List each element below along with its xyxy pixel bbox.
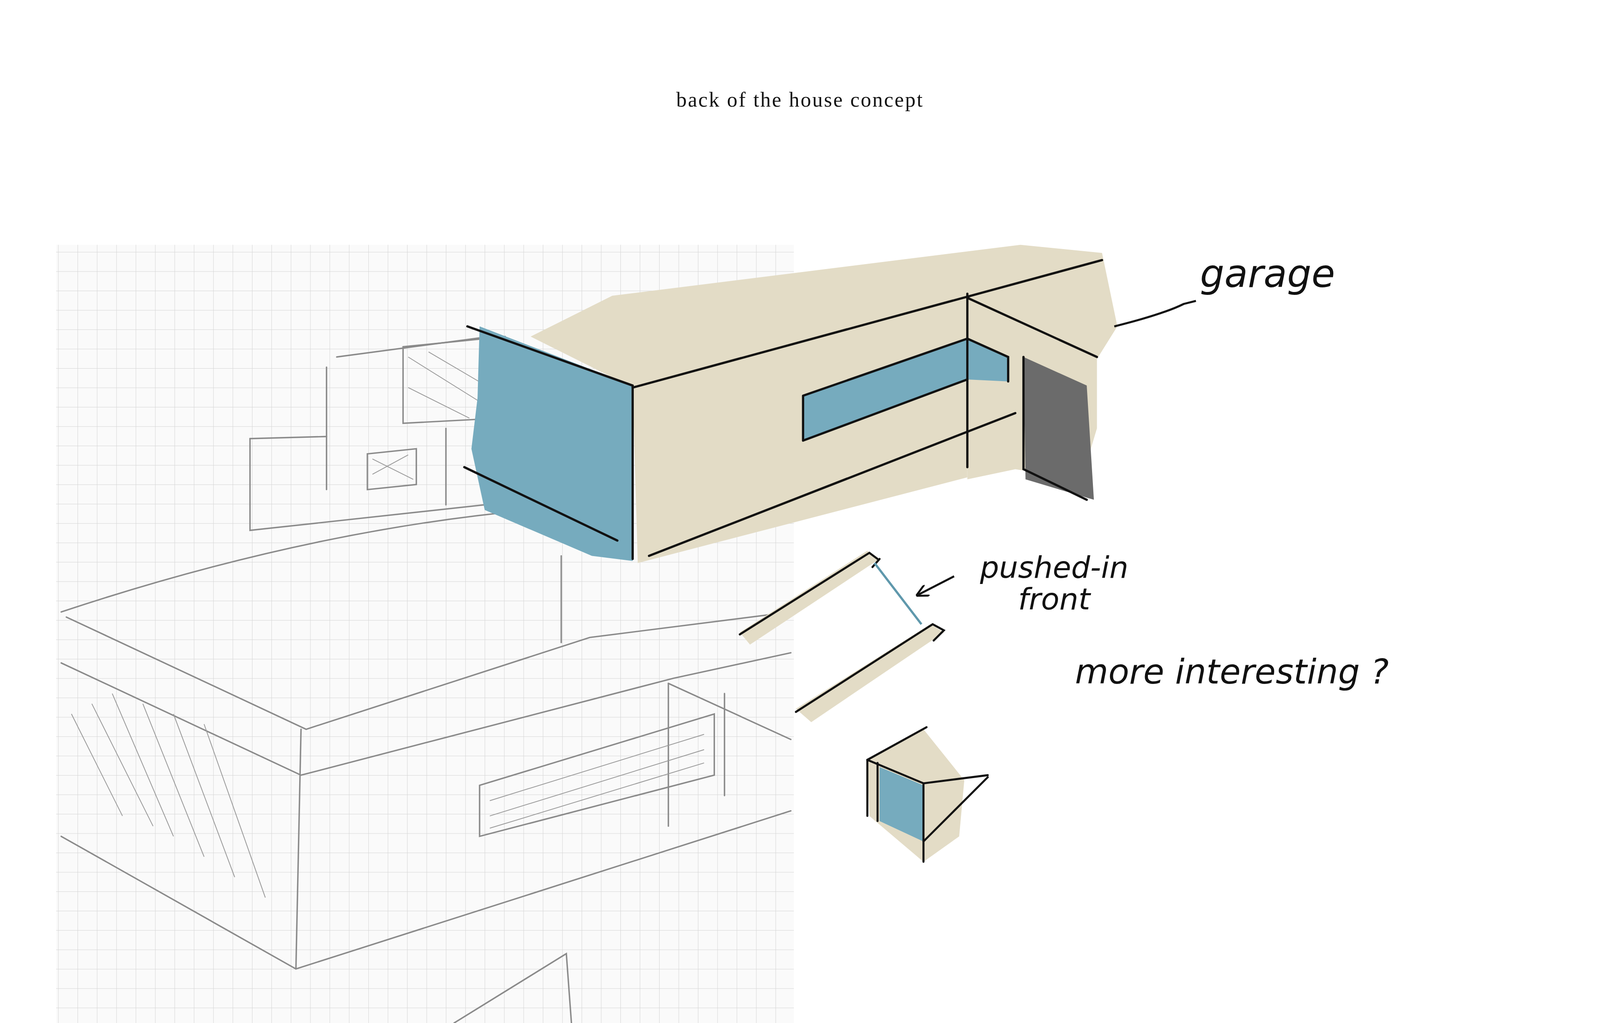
- annotation-note: pushed-in front: [958, 552, 1150, 615]
- annotation-note: more interesting ?: [1075, 654, 1392, 690]
- page-title: back of the house concept: [466, 87, 1134, 112]
- part-label: garage: [1200, 254, 1417, 295]
